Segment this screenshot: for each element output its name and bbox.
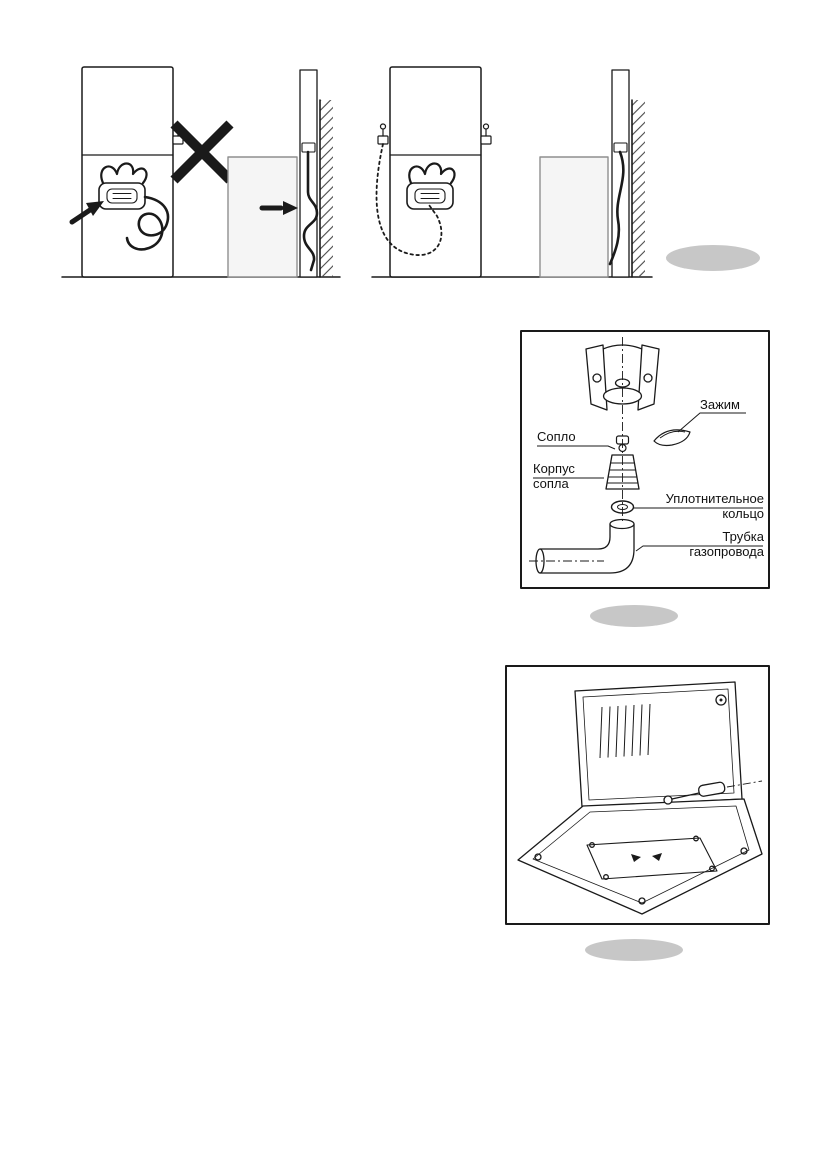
hose-correct [608, 150, 625, 266]
lid-screw [740, 847, 748, 855]
hose-coil [125, 195, 170, 251]
gas-valve-stub [480, 135, 492, 145]
figure-hose-wrong [61, 66, 341, 278]
lid-screw [534, 853, 542, 861]
shadow-ellipse [590, 605, 678, 627]
hose-slack-dotted [375, 143, 443, 256]
appliance-front [81, 66, 174, 278]
gas-pipe-part [535, 518, 635, 574]
wall-hatch [320, 100, 333, 277]
hose-bunch [100, 162, 148, 185]
panel-screw [715, 694, 727, 706]
label-nozzle: Сопло [537, 429, 576, 444]
open-lid [517, 798, 763, 915]
shadow-ellipse [585, 939, 683, 961]
label-nozzle-body: Корпус сопла [533, 461, 575, 491]
arrow-icon [69, 201, 104, 225]
appliance-front [389, 66, 482, 278]
vent-slots [599, 703, 651, 759]
arrow-icon [259, 201, 298, 215]
leader-lines [533, 412, 763, 552]
label-sealing-ring: Уплотнительное кольцо [665, 491, 764, 521]
gas-valve-stub [377, 135, 389, 145]
nozzle-body-part [605, 454, 640, 490]
lid-opening [586, 837, 718, 880]
hose-pinched [302, 150, 319, 272]
figure-hose-correct [371, 66, 653, 278]
figure-nozzle-assembly [520, 330, 770, 589]
label-gas-pipe: Трубка газопровода [689, 529, 764, 559]
screwdriver [663, 780, 763, 805]
neighbor-appliance [539, 156, 609, 278]
label-clamp: Зажим [700, 397, 740, 412]
figure-rear-panel [505, 665, 770, 925]
lid-screw [638, 897, 646, 905]
clamp-part [653, 429, 691, 447]
hose-bunch [408, 162, 456, 185]
shadow-ellipse [666, 245, 760, 271]
prohibition-x-icon [170, 120, 234, 184]
neighbor-appliance [227, 156, 298, 278]
wall-hatch [632, 100, 645, 277]
wall-column [611, 69, 630, 278]
